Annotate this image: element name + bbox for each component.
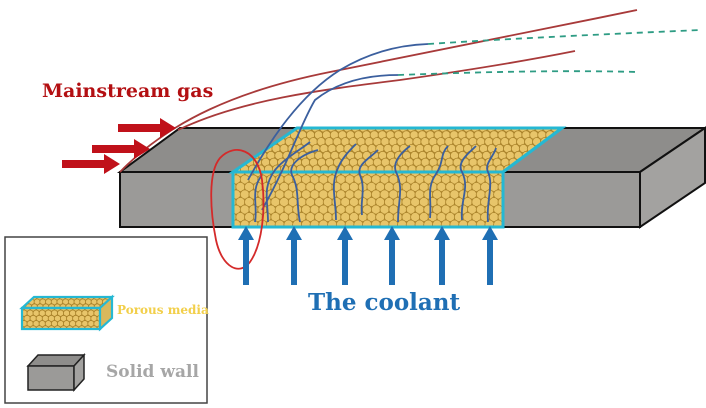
particle xyxy=(93,320,100,328)
particle xyxy=(488,172,499,177)
coolant-streamlines xyxy=(254,141,497,223)
up-arrow-icon xyxy=(337,226,353,285)
particle xyxy=(23,308,31,312)
porous-outline-front xyxy=(231,170,505,229)
particle xyxy=(445,172,456,177)
particle xyxy=(305,172,316,177)
up-arrow-icon xyxy=(482,226,498,285)
right-arrow-icon xyxy=(62,154,120,174)
recirculation-loop xyxy=(210,149,265,270)
particle xyxy=(93,309,100,317)
streamline-porous-6 xyxy=(429,145,449,219)
streamline-porous-3 xyxy=(332,143,357,221)
particle xyxy=(90,308,98,312)
up-arrow-icon xyxy=(286,226,302,285)
legend: Porous media Solid wall xyxy=(0,236,209,404)
legend-porous-label: Porous media xyxy=(117,303,209,317)
particle xyxy=(296,172,307,177)
particle xyxy=(383,172,394,177)
particle xyxy=(410,172,421,177)
coolant-label: The coolant xyxy=(308,289,461,316)
up-arrow-icon xyxy=(238,226,254,285)
streamline-dashed-lower xyxy=(397,70,639,76)
particle xyxy=(348,172,359,177)
streamline-porous-2 xyxy=(290,149,319,223)
inflow-arrows xyxy=(62,118,176,174)
particle xyxy=(279,172,290,177)
particle xyxy=(29,308,37,312)
particle xyxy=(66,308,74,312)
particle xyxy=(72,308,80,312)
particle xyxy=(322,172,333,177)
streamline-red-lower xyxy=(177,50,576,131)
particle xyxy=(418,172,429,177)
particle xyxy=(53,308,62,312)
streamline-blue-upper xyxy=(247,43,429,181)
particle xyxy=(0,304,3,310)
particle xyxy=(366,172,377,177)
streamline-porous-8 xyxy=(486,147,497,223)
particle xyxy=(96,308,100,312)
particle xyxy=(480,172,491,177)
streamline-porous-9 xyxy=(254,174,263,223)
particle xyxy=(78,308,86,312)
particle xyxy=(0,294,3,300)
coolant-arrows xyxy=(238,226,498,285)
wall-side-face xyxy=(639,126,706,229)
solid-block-icon xyxy=(26,353,86,392)
streamline-blue-lower xyxy=(261,74,399,211)
mainstream-gas-label: Mainstream gas xyxy=(42,80,213,102)
particle xyxy=(436,172,447,177)
particle xyxy=(401,172,412,177)
legend-solid-label: Solid wall xyxy=(106,362,199,382)
particle xyxy=(261,172,272,177)
right-arrow-icon xyxy=(92,139,150,159)
streamline-dashed-upper xyxy=(427,29,701,45)
porous-block-icon xyxy=(0,294,115,332)
up-arrow-icon xyxy=(434,226,450,285)
up-arrow-icon xyxy=(384,226,400,285)
particle xyxy=(453,172,464,177)
streamline-porous-5 xyxy=(394,145,411,223)
streamline-porous-4 xyxy=(358,149,379,216)
particle xyxy=(84,308,92,312)
particle xyxy=(0,321,3,327)
streamline-porous-1 xyxy=(265,141,311,223)
gas-streamlines xyxy=(119,9,701,211)
particle xyxy=(35,308,43,312)
particle xyxy=(47,308,56,312)
particle xyxy=(340,172,351,177)
particle xyxy=(59,308,68,312)
particle xyxy=(41,308,50,312)
particle xyxy=(235,172,246,177)
particle xyxy=(375,172,386,177)
streamline-red-upper xyxy=(119,9,638,173)
porous-media-block xyxy=(228,126,567,229)
particle xyxy=(331,172,342,177)
streamline-porous-7 xyxy=(459,145,477,221)
particle xyxy=(314,172,325,177)
particle xyxy=(471,172,482,177)
particle xyxy=(0,310,3,316)
right-arrow-icon xyxy=(118,118,176,138)
particle xyxy=(96,314,100,323)
particle xyxy=(462,172,473,177)
